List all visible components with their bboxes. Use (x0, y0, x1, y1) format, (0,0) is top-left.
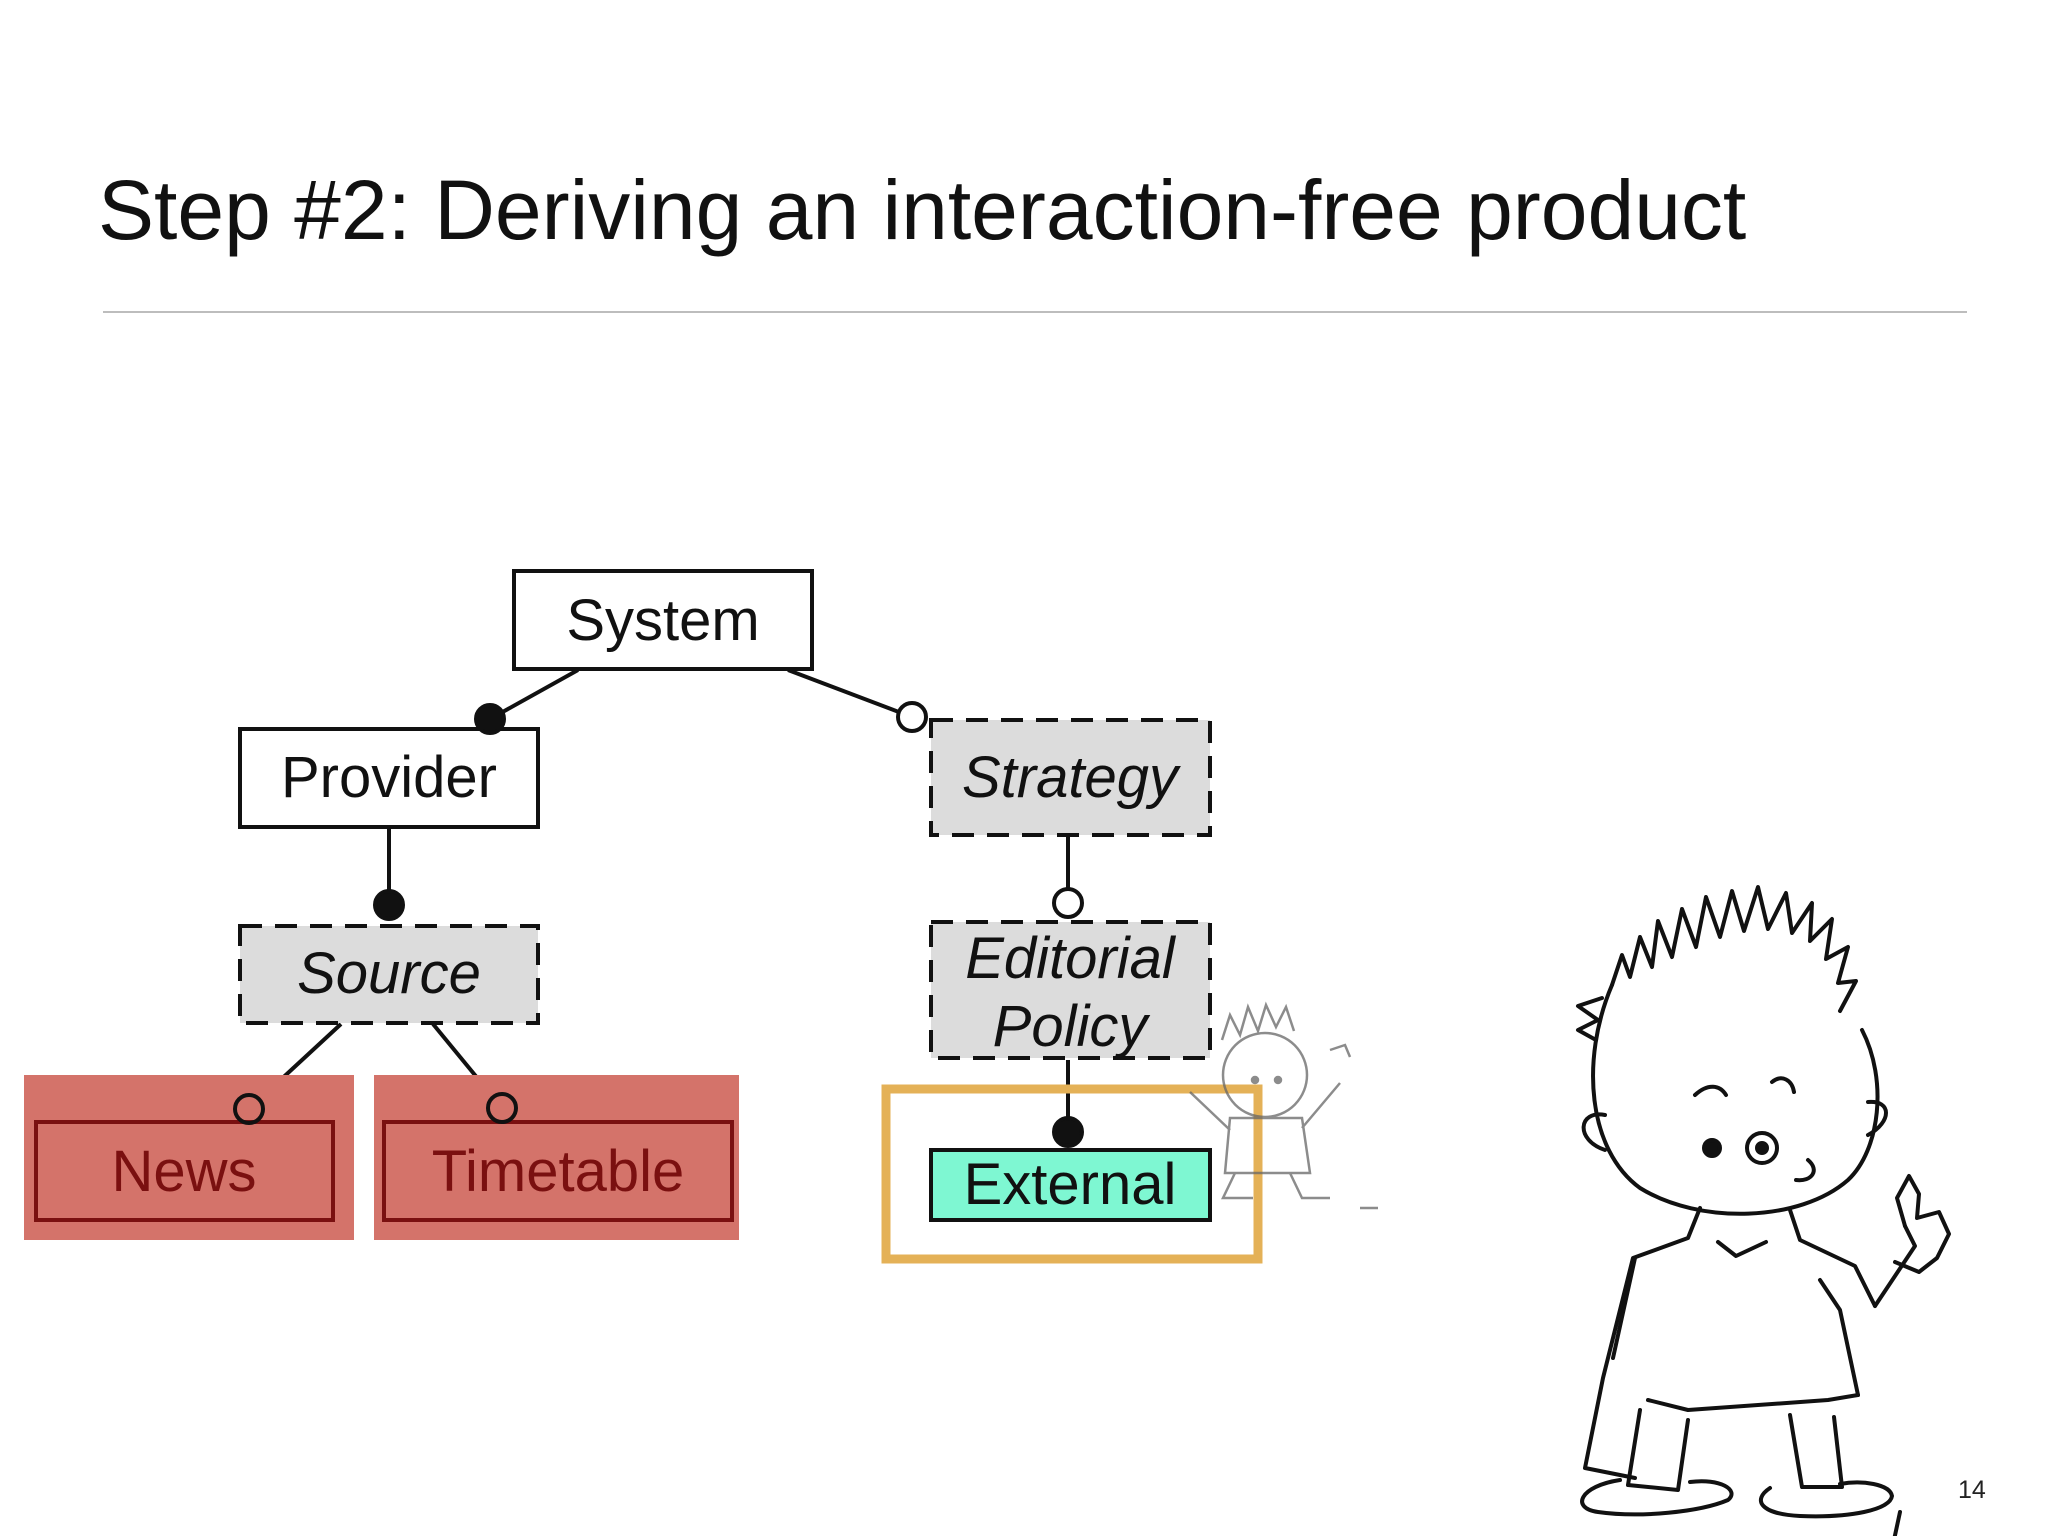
feature-external-label: External (964, 1152, 1177, 1217)
excluded-timetable-background (374, 1075, 739, 1240)
feature-provider-label: Provider (281, 745, 497, 810)
optional-marker-timetable (486, 1092, 518, 1124)
feature-timetable-box[interactable] (382, 1120, 734, 1222)
feature-timetable-label: Timetable (432, 1139, 685, 1204)
optional-marker-news (233, 1093, 265, 1125)
feature-editorial-label-line1: Editorial (965, 926, 1177, 991)
connector-markers (233, 701, 1084, 1148)
slide-number: 14 (1958, 1476, 1986, 1504)
feature-news-label: News (111, 1139, 256, 1204)
mandatory-marker-external (1052, 1116, 1084, 1148)
feature-editorial-policy-box[interactable] (929, 920, 1212, 1060)
optional-marker-strategy (896, 701, 928, 733)
feature-strategy-box[interactable] (929, 718, 1212, 837)
edge-system-provider (489, 668, 579, 721)
excluded-news-background (24, 1075, 354, 1240)
feature-provider-box[interactable] (238, 727, 540, 829)
feature-source-label: Source (297, 941, 481, 1006)
feature-editorial-label-line2: Policy (993, 994, 1151, 1059)
feature-strategy-label: Strategy (962, 745, 1181, 810)
feature-system-box[interactable] (512, 569, 814, 671)
mandatory-marker-provider (474, 703, 506, 735)
slide-title: Step #2: Deriving an interaction-free pr… (98, 163, 1747, 257)
feature-news-box[interactable] (34, 1120, 335, 1222)
small-sketch-figure (1189, 1001, 1378, 1210)
edge-system-strategy (787, 668, 913, 719)
optional-marker-editorial (1052, 887, 1084, 919)
feature-system-label: System (566, 588, 759, 653)
feature-external-box[interactable] (929, 1148, 1212, 1222)
sketch-boy-figure (1576, 885, 1951, 1536)
mandatory-marker-source (373, 889, 405, 921)
title-divider (103, 311, 1967, 313)
feature-source-box[interactable] (238, 924, 540, 1025)
